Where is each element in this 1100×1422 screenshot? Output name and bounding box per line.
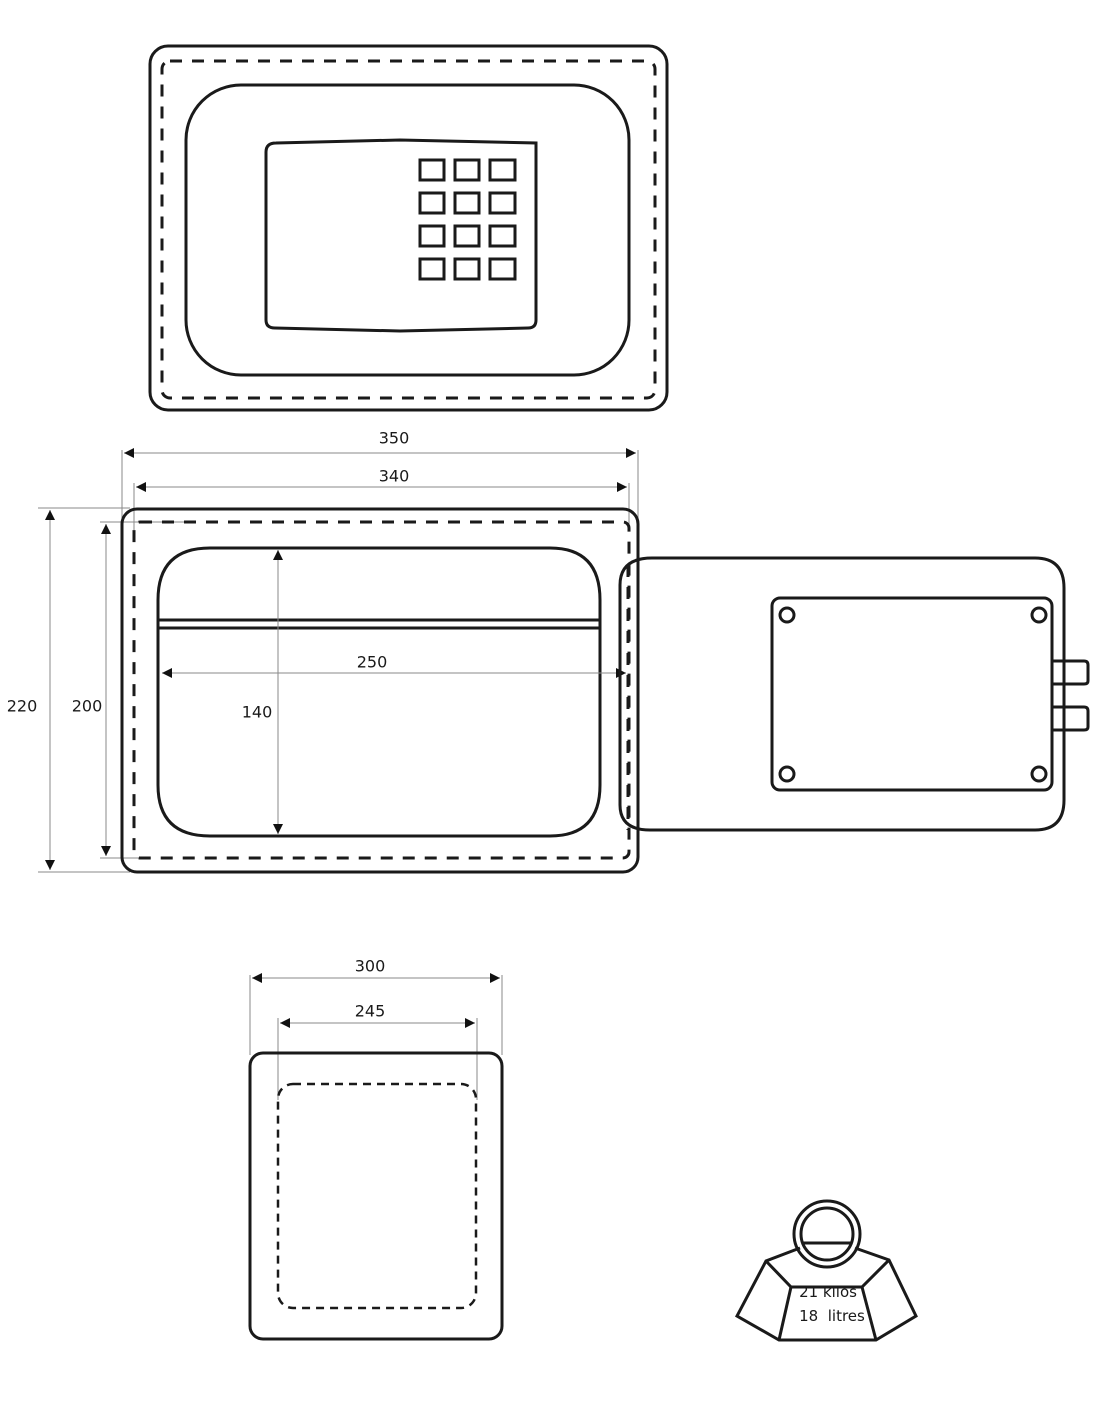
label-opening-width: 250 bbox=[356, 652, 388, 672]
label-outer-width: 350 bbox=[378, 428, 410, 448]
keypad-icon bbox=[418, 158, 517, 281]
label-opening-height: 140 bbox=[241, 702, 273, 722]
label-outer-height: 220 bbox=[6, 696, 38, 716]
screw-icon bbox=[1030, 765, 1048, 783]
bolt-icon bbox=[1053, 705, 1090, 732]
label-inner-height: 200 bbox=[71, 696, 103, 716]
screw-icon bbox=[1030, 606, 1048, 624]
side-view bbox=[248, 973, 504, 1341]
label-inner-depth: 245 bbox=[354, 1001, 386, 1021]
front-view bbox=[148, 44, 669, 412]
label-inner-width: 340 bbox=[378, 466, 410, 486]
open-view bbox=[38, 448, 1090, 874]
bolt-icon bbox=[1053, 659, 1090, 686]
volume-label: 18 litres bbox=[799, 1307, 865, 1325]
door bbox=[618, 556, 1090, 832]
label-outer-depth: 300 bbox=[354, 956, 386, 976]
weight-icon bbox=[734, 1199, 918, 1342]
screw-icon bbox=[778, 606, 796, 624]
weight-label: 21 kilos bbox=[799, 1283, 857, 1301]
screw-icon bbox=[778, 765, 796, 783]
